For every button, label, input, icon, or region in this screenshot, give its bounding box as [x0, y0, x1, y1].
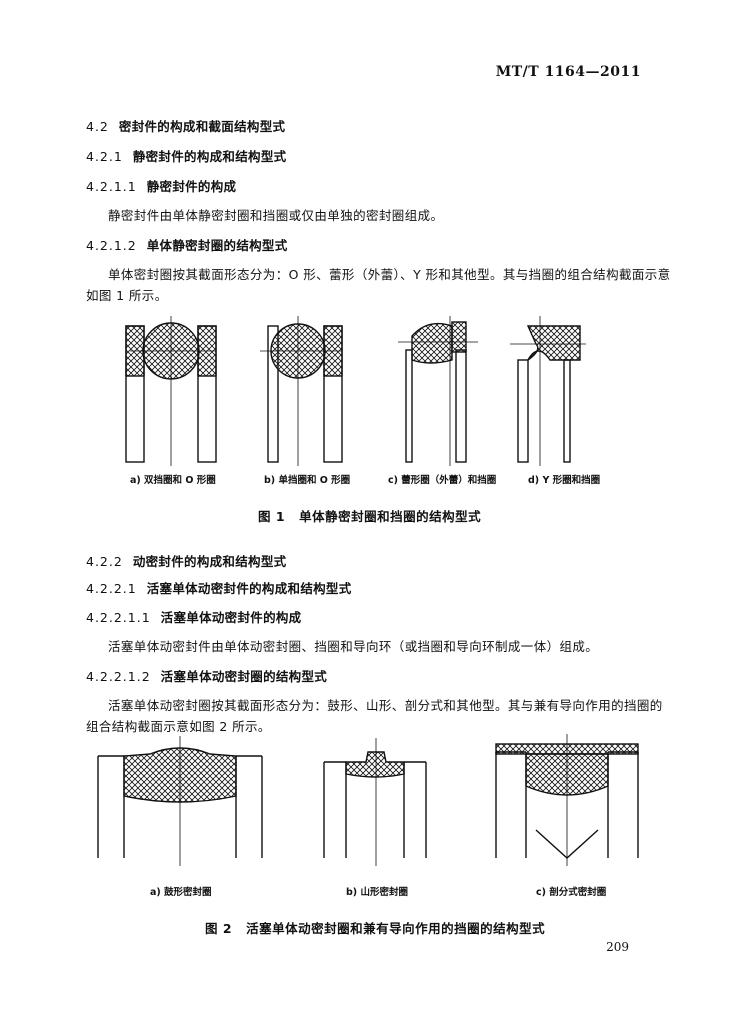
fig1-sublabel-c: c) 蕾形圈（外蕾）和挡圈: [388, 475, 497, 486]
fig2b-seal: [323, 738, 427, 866]
paragraph-4-2-1-2-line1: 单体密封圈按其截面形态分为：O 形、蕾形（外蕾）、Y 形和其他型。其与挡圈的组合…: [108, 267, 671, 282]
heading-number: 4.2.2.1.1: [86, 610, 151, 625]
caption-title: 活塞单体动密封圈和兼有导向作用的挡圈的结构型式: [246, 921, 546, 936]
heading-4-2-2-1-1: 4.2.2.1.1 活塞单体动密封件的构成: [86, 607, 301, 626]
heading-title: 单体静密封圈的结构型式: [146, 238, 288, 253]
caption-number: 图 2: [205, 921, 233, 936]
figure-2-caption: 图 2 活塞单体动密封圈和兼有导向作用的挡圈的结构型式: [205, 918, 545, 937]
fig1-sublabel-d: d) Y 形圈和挡圈: [528, 475, 601, 486]
fig2-sublabel-c: c) 剖分式密封圈: [536, 887, 607, 898]
fig1-sublabel-b: b) 单挡圈和 O 形圈: [264, 475, 351, 486]
heading-4-2-2: 4.2.2 动密封件的构成和结构型式: [86, 551, 286, 570]
paragraph-4-2-2-1-2-line2: 组合结构截面示意如图 2 所示。: [86, 719, 271, 734]
heading-title: 活塞单体动密封件的构成: [160, 610, 302, 625]
paragraph-4-2-2-1-2-line1: 活塞单体动密封圈按其截面形态分为：鼓形、山形、剖分式和其他型。其与兼有导向作用的…: [108, 698, 663, 713]
heading-4-2-1-1: 4.2.1.1 静密封件的构成: [86, 176, 236, 195]
paragraph-4-2-1-1: 静密封件由单体静密封圈和挡圈或仅由单独的密封圈组成。: [108, 208, 444, 223]
figure-1-drawing: [125, 316, 586, 466]
figure-1-caption: 图 1 单体静密封圈和挡圈的结构型式: [258, 506, 481, 525]
heading-number: 4.2.1: [86, 149, 123, 164]
heading-title: 活塞单体动密封件的构成和结构型式: [146, 581, 352, 596]
heading-title: 活塞单体动密封圈的结构型式: [160, 669, 328, 684]
fig1a-seal: [125, 316, 217, 466]
caption-number: 图 1: [258, 509, 286, 524]
caption-title: 单体静密封圈和挡圈的结构型式: [299, 509, 482, 524]
fig2-sublabel-a: a) 鼓形密封圈: [150, 887, 212, 898]
fig2-sublabel-b: b) 山形密封圈: [346, 887, 408, 898]
heading-number: 4.2.1.1: [86, 179, 137, 194]
page-number: 209: [606, 940, 629, 954]
heading-4-2-2-1-2: 4.2.2.1.2 活塞单体动密封圈的结构型式: [86, 666, 327, 685]
fig1c-seal: [398, 316, 478, 466]
fig1b-seal: [260, 316, 343, 466]
heading-title: 静密封件的构成: [146, 179, 237, 194]
fig1d-seal: [510, 316, 586, 466]
standard-number: MT/T 1164—2011: [495, 64, 641, 80]
heading-4-2: 4.2 密封件的构成和截面结构型式: [86, 116, 285, 135]
heading-4-2-1: 4.2.1 静密封件的构成和结构型式: [86, 146, 286, 165]
heading-number: 4.2.2: [86, 554, 123, 569]
fig2a-seal: [97, 736, 263, 866]
heading-number: 4.2.2.1.2: [86, 669, 151, 684]
fig1-sublabel-a: a) 双挡圈和 O 形圈: [130, 475, 216, 486]
heading-title: 动密封件的构成和结构型式: [132, 554, 287, 569]
paragraph-4-2-2-1-1: 活塞单体动密封件由单体动密封圈、挡圈和导向环（或挡圈和导向环制成一体）组成。: [108, 639, 599, 654]
figure-2-drawing: [97, 734, 639, 866]
heading-number: 4.2.2.1: [86, 581, 137, 596]
heading-number: 4.2: [86, 119, 109, 134]
paragraph-4-2-1-2-line2: 如图 1 所示。: [86, 288, 168, 303]
heading-title: 密封件的构成和截面结构型式: [118, 119, 286, 134]
fig2c-seal: [495, 734, 639, 866]
heading-title: 静密封件的构成和结构型式: [132, 149, 287, 164]
heading-4-2-1-2: 4.2.1.2 单体静密封圈的结构型式: [86, 235, 288, 254]
heading-4-2-2-1: 4.2.2.1 活塞单体动密封件的构成和结构型式: [86, 578, 352, 597]
heading-number: 4.2.1.2: [86, 238, 137, 253]
